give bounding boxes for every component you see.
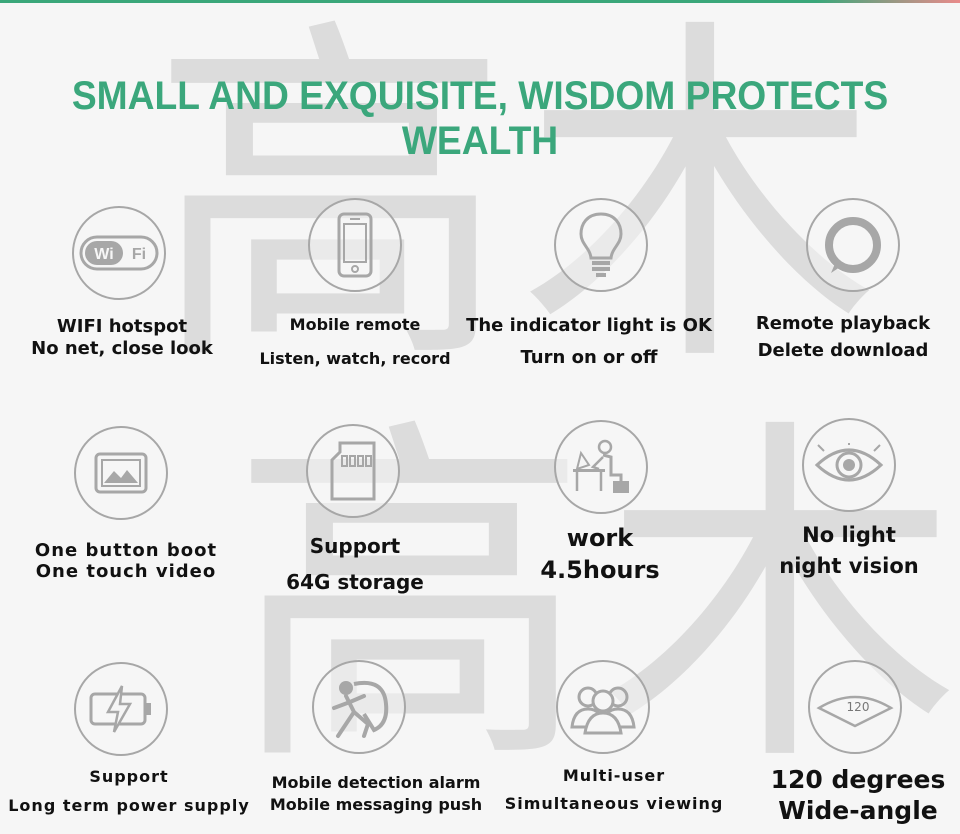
- caption-line1: Mobile remote: [289, 315, 421, 334]
- caption-line1: work: [566, 524, 634, 552]
- caption-line2: 4.5hours: [540, 556, 660, 584]
- watermark-char-2: 木: [520, 0, 880, 409]
- caption-line1: The indicator light is OK: [466, 315, 712, 336]
- caption-line1: No light: [802, 523, 896, 547]
- caption-line2: No net, close look: [31, 338, 213, 359]
- caption-line2: Mobile messaging push: [269, 795, 483, 814]
- caption-line1: Mobile detection alarm: [271, 773, 481, 792]
- page-title: SMALL AND EXQUISITE, WISDOM PROTECTS WEA…: [71, 74, 889, 163]
- caption-line1: One button boot: [34, 540, 218, 561]
- feature-caption-worker: work 4.5hours: [500, 522, 700, 586]
- feature-caption-image: One button boot One touch video: [20, 540, 232, 582]
- svg-text:Wi: Wi: [94, 246, 113, 263]
- caption-line2: Turn on or off: [520, 347, 658, 368]
- feature-caption-bulb: The indicator light is OK Turn on or off: [458, 310, 720, 374]
- caption-line2: Simultaneous viewing: [504, 794, 724, 813]
- sdcard-icon: [306, 424, 400, 518]
- feature-caption-battery: Support Long term power supply: [6, 762, 252, 820]
- eye-icon: [802, 418, 896, 512]
- phone-icon: [308, 198, 402, 292]
- watermark-char-1: 高: [150, 20, 510, 380]
- playback-icon: [806, 198, 900, 292]
- caption-line1: Multi-user: [562, 766, 666, 785]
- watermark-char-4: 木: [600, 390, 960, 809]
- caption-line2: Delete download: [757, 340, 929, 361]
- feature-caption-eye: No light night vision: [760, 520, 938, 582]
- image-icon: [74, 426, 168, 520]
- caption-line1: Remote playback: [755, 313, 931, 334]
- top-accent-line: [0, 0, 960, 3]
- alarm-icon: [312, 660, 406, 754]
- wide-angle-icon: 120: [808, 660, 902, 754]
- worker-icon: [554, 420, 648, 514]
- feature-caption-alarm: Mobile detection alarm Mobile messaging …: [268, 772, 484, 816]
- wifi-badge-text: Fi: [132, 246, 146, 263]
- feature-caption-wide-angle: 120 degrees Wide-angle: [760, 764, 956, 826]
- caption-line2: Wide-angle: [778, 796, 938, 825]
- feature-caption-wifi: WIFI hotspot No net, close look: [22, 316, 222, 360]
- caption-line2: night vision: [779, 554, 919, 578]
- caption-line2: Long term power supply: [8, 796, 250, 815]
- caption-line2: One touch video: [35, 561, 217, 582]
- feature-caption-playback: Remote playback Delete download: [746, 310, 940, 364]
- caption-line2: 64G storage: [286, 570, 424, 594]
- feature-caption-sdcard: Support 64G storage: [262, 528, 448, 600]
- caption-line1: Support: [309, 534, 401, 558]
- wide-angle-badge: 120: [847, 700, 870, 714]
- bulb-icon: [554, 198, 648, 292]
- watermark-char-3: 高: [230, 390, 590, 809]
- caption-line1: 120 degrees: [770, 765, 946, 794]
- feature-caption-users: Multi-user Simultaneous viewing: [494, 762, 734, 818]
- battery-icon: [74, 662, 168, 756]
- caption-line2: Listen, watch, record: [259, 349, 451, 368]
- users-icon: [556, 660, 650, 754]
- feature-caption-phone: Mobile remote Listen, watch, record: [252, 308, 458, 376]
- caption-line1: WIFI hotspot: [56, 316, 188, 337]
- wifi-icon: Wi Fi: [72, 206, 166, 300]
- caption-line1: Support: [89, 767, 169, 786]
